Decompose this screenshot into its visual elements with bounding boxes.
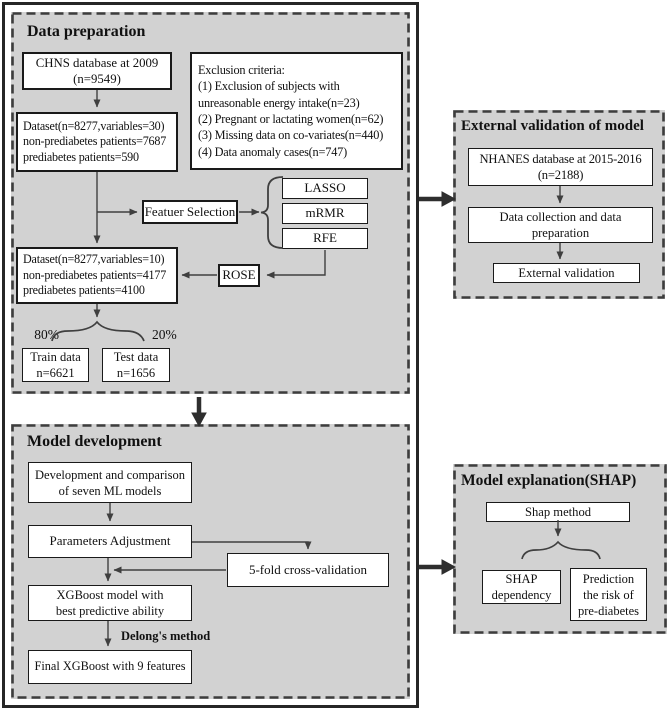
train-data-box: Train data n=6621 [22,348,89,382]
xgboost-model-box: XGBoost model with best predictive abili… [28,585,192,621]
test-data-box: Test data n=1656 [102,348,170,382]
section-title-model-development: Model development [27,433,162,450]
section-title-external-validation: External validation of model [461,118,644,134]
section-title-data-preparation: Data preparation [27,23,146,40]
split-20pct-label: 20% [152,327,177,342]
cross-validation-box: 5-fold cross-validation [227,553,389,587]
data-collection-box: Data collection and data preparation [468,207,653,243]
section-model-development: Model development Development and compar… [11,424,410,699]
dataset-10vars-box: Dataset(n=8277,variables=10) non-prediab… [16,247,178,304]
left-column-frame [2,2,419,708]
shap-dependency-box: SHAP dependency [482,570,561,604]
section-title-model-explanation: Model explanation(SHAP) [461,472,637,489]
final-xgboost-box: Final XGBoost with 9 features [28,650,192,684]
feature-selection-box: Featuer Selection [142,200,238,224]
split-80pct-label: 80% [34,327,59,342]
delong-method-label: Delong's method [121,629,211,643]
rfe-box: RFE [282,228,368,249]
nhanes-database-box: NHANES database at 2015-2016 (n=2188) [468,148,653,186]
dataset-30vars-box: Dataset(n=8277,variables=30) non-prediab… [16,112,178,172]
parameters-adjustment-box: Parameters Adjustment [28,525,192,558]
rose-box: ROSE [218,264,260,287]
external-validation-box: External validation [493,263,640,283]
section-data-preparation: Data preparation CHNS database at 2009 (… [11,12,410,394]
lasso-box: LASSO [282,178,368,199]
section-external-validation: External validation of model NHANES data… [453,110,665,299]
prediction-risk-box: Prediction the risk of pre-diabetes [570,568,647,621]
exclusion-criteria-box: Exclusion criteria: (1) Exclusion of sub… [190,52,403,170]
mrmr-box: mRMR [282,203,368,224]
shap-method-box: Shap method [486,502,630,522]
section-model-explanation: Model explanation(SHAP) Shap method SHAP… [453,464,667,634]
chns-database-box: CHNS database at 2009 (n=9549) [22,52,172,90]
ml-models-box: Development and comparison of seven ML m… [28,462,192,503]
